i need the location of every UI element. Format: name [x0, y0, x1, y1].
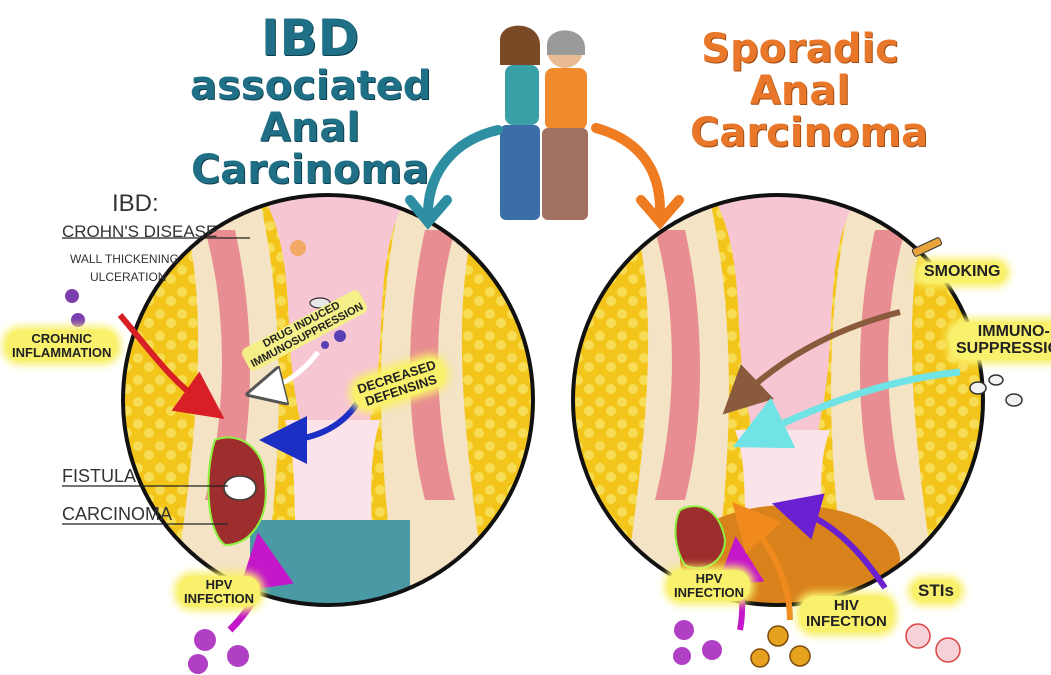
stis-label: STIs	[912, 580, 960, 602]
orange-curved-arrow	[596, 128, 660, 210]
sporadic-title-line-3: Carcinoma	[690, 112, 910, 154]
hiv-virus-icons	[751, 626, 810, 667]
right-hpv-line-2: INFECTION	[674, 586, 744, 600]
ibd-title-line-4: Carcinoma	[190, 149, 430, 191]
sporadic-title: Sporadic Anal Carcinoma	[690, 28, 910, 154]
left-hpv-line-2: INFECTION	[184, 592, 254, 606]
ibd-title-line-2: associated	[190, 65, 430, 107]
left-hpv-virus-icons	[188, 629, 249, 674]
ibd-anatomy-illustration	[100, 180, 560, 630]
ibd-title: IBD associated Anal Carcinoma	[190, 12, 430, 191]
right-hpv-virus-icons	[673, 620, 722, 665]
sti-cell-icons	[906, 624, 960, 662]
smoking-label: SMOKING	[918, 262, 1006, 283]
hiv-line-1: HIV	[806, 598, 887, 614]
right-hpv-infection-label: HPV INFECTION	[668, 570, 750, 601]
immuno-label-line-2: SUPPRESSION	[956, 341, 1051, 358]
sporadic-anatomy-illustration	[550, 180, 1010, 620]
immunosuppression-label: IMMUNO- SUPPRESSION	[950, 322, 1051, 360]
ibd-title-line-3: Anal	[190, 107, 430, 149]
ibd-title-line-1: IBD	[190, 12, 430, 65]
left-hpv-line-1: HPV	[184, 578, 254, 592]
crohnic-label-line-1: CROHNIC	[12, 332, 111, 346]
ulceration-label: ULCERATION	[90, 270, 166, 284]
crohnic-cell-icons	[65, 289, 85, 327]
sporadic-title-line-2: Anal	[690, 70, 910, 112]
crohnic-label-line-2: INFLAMMATION	[12, 346, 111, 360]
wall-thickening-label: WALL THICKENING	[70, 252, 179, 266]
teal-curved-arrow	[428, 130, 498, 210]
carcinoma-label: CARCINOMA	[62, 504, 172, 525]
patients-illustration	[500, 26, 588, 220]
crohnic-inflammation-label: CROHNIC INFLAMMATION	[6, 330, 117, 361]
hiv-infection-label: HIV INFECTION	[800, 596, 893, 632]
sporadic-title-line-1: Sporadic	[690, 28, 910, 70]
ibd-header-label: IBD:	[112, 190, 159, 218]
right-hpv-line-1: HPV	[674, 572, 744, 586]
immuno-label-line-1: IMMUNO-	[956, 324, 1051, 341]
hiv-line-2: INFECTION	[806, 614, 887, 630]
fistula-label: FISTULA	[62, 466, 136, 487]
crohns-disease-label: CROHN'S DISEASE	[62, 222, 217, 242]
left-hpv-infection-label: HPV INFECTION	[178, 576, 260, 607]
